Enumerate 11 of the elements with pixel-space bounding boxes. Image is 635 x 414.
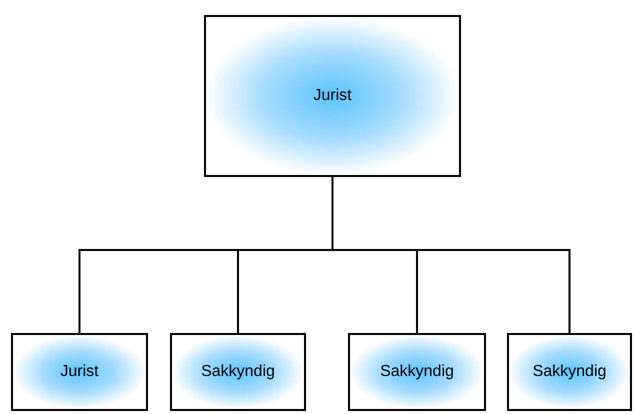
role-label: Sakkyndig [532,363,606,381]
role-box [11,333,148,411]
role-label: Sakkyndig [201,363,275,381]
role-label: Sakkyndig [380,363,454,381]
role-label: Jurist [60,363,99,381]
role-box [170,333,306,411]
role-box [204,15,461,177]
role-box [348,333,486,411]
role-label: Jurist [313,87,352,105]
connector-line [332,177,570,333]
role-box [507,333,632,411]
